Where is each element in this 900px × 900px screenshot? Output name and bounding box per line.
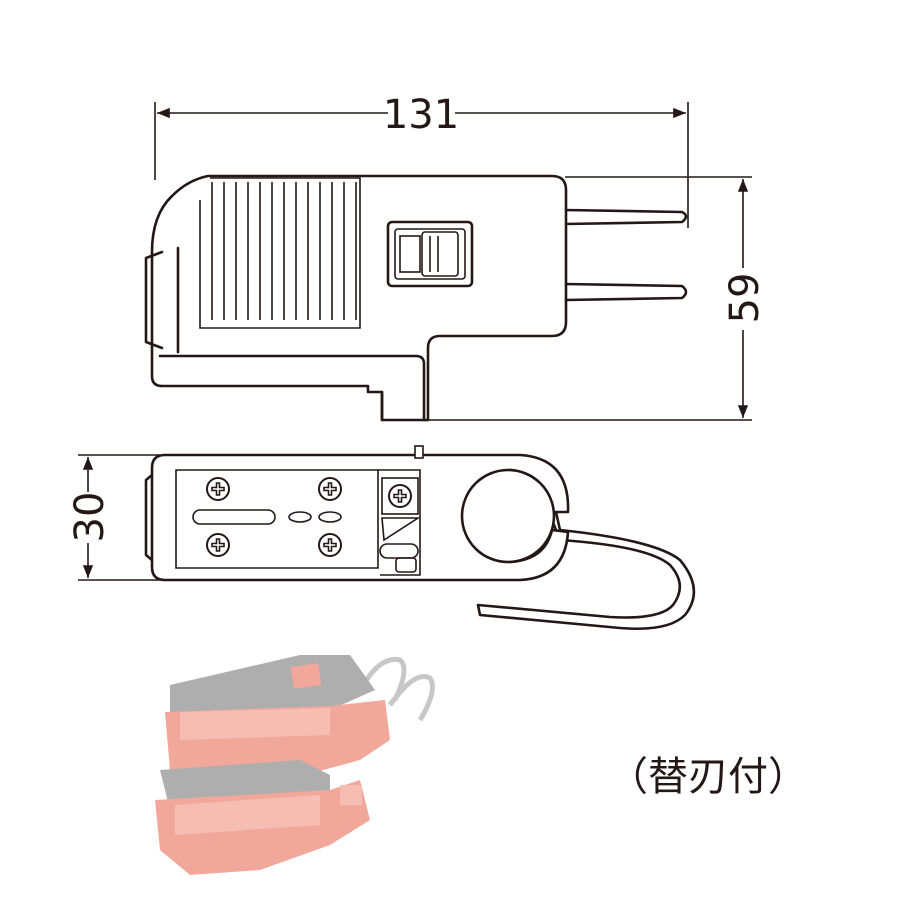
phillips-screw-icon [388,484,412,508]
side-view [144,174,688,422]
dimension-width-label: 131 [383,92,459,138]
top-view [144,445,696,631]
product-photo [155,655,435,875]
slide-switch [386,220,474,288]
dimension-height-label: 59 [722,273,768,324]
caption-replacement-blade: （替刃付） [608,754,808,800]
phillips-screw-icon [318,477,342,501]
dimension-width: 131 [154,92,689,228]
dimension-depth: 30 [67,454,160,581]
phillips-screw-icon [318,533,342,557]
dimension-depth-label: 30 [67,492,113,543]
phillips-screw-icon [206,477,230,501]
dimension-height: 59 [425,176,768,421]
phillips-screw-icon [206,533,230,557]
